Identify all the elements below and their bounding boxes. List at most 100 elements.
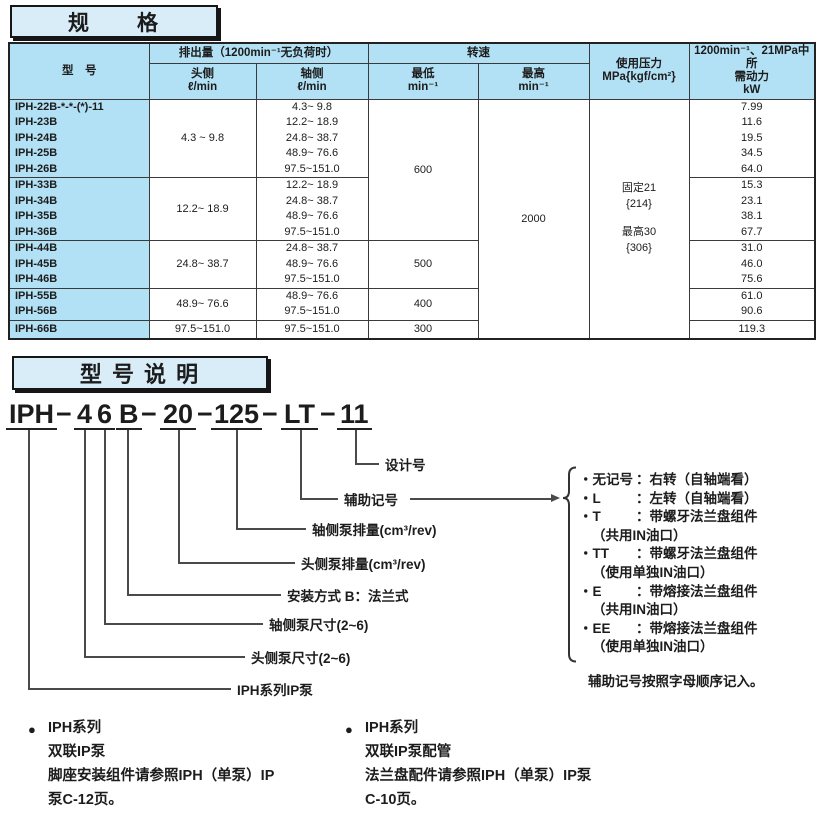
aux-mark-list: ・无记号：右转（自轴端看）・L：左转（自轴端看）・T：带螺牙法兰盘组件（共用IN…: [579, 471, 821, 657]
footnote-line: IPH系列: [365, 720, 419, 736]
aux-mark-row: ・EE ：带熔接法兰盘组件: [579, 620, 821, 639]
col-header-speed: 转速: [367, 42, 590, 64]
head-side-value: 97.5~151.0: [148, 319, 257, 340]
model-segment: 11: [337, 400, 372, 430]
col-header-discharge: 排出量（1200min⁻¹无负荷时）: [148, 42, 369, 64]
aux-mark-desc: ：带螺牙法兰盘组件: [636, 546, 758, 562]
label-shaft-size: 轴侧泵尺寸(2~6): [269, 618, 369, 633]
aux-arrow-line: [410, 498, 551, 500]
connector-line: [127, 594, 281, 596]
bullet-icon: ●: [345, 722, 353, 737]
max-speed-value: 2000: [477, 98, 590, 340]
min-speed-label: 最低: [411, 68, 435, 80]
aux-mark-symbol: ・L: [579, 490, 601, 506]
max-speed-unit: min⁻¹: [518, 81, 549, 93]
model-segment: LT: [281, 400, 318, 430]
aux-mark-row: ・TT ：带螺牙法兰盘组件: [579, 545, 821, 564]
connector-line: [84, 656, 245, 658]
shaft-side-unit: ℓ/min: [297, 81, 327, 93]
aux-mark-symbol: ・无记号: [579, 472, 633, 487]
connector-line: [178, 430, 180, 562]
min-speed-value: 400: [367, 287, 479, 321]
label-mounting-type: 安装方式 B：法兰式: [287, 589, 409, 604]
col-header-power: 1200min⁻¹、21MPa中所 需动力 kW: [688, 42, 816, 100]
bullet-icon: ●: [28, 722, 36, 737]
aux-mark-row: （共用IN油口）: [579, 527, 821, 546]
aux-mark-row: ・无记号：右转（自轴端看）: [579, 471, 821, 490]
aux-mark-note: 辅助记号按照字母顺序记入。: [588, 674, 764, 689]
power-values: 119.3: [688, 319, 816, 340]
footnote-line: 法兰盘配件请参照IPH（单泵）IP泵: [365, 768, 592, 784]
connector-line: [355, 430, 357, 463]
head-side-value: 48.9~ 76.6: [148, 287, 257, 321]
spec-table: 型 号 排出量（1200min⁻¹无负荷时） 转速 使用压力 MPa{kgf/c…: [8, 42, 816, 340]
label-aux-mark: 辅助记号: [344, 493, 398, 508]
connector-line: [104, 430, 106, 623]
head-side-value: 4.3 ~ 9.8: [148, 98, 257, 178]
aux-mark-row: ・L：左转（自轴端看）: [579, 490, 821, 509]
min-speed-unit: min⁻¹: [407, 81, 439, 93]
footnote-line: 泵C-12页。: [48, 792, 123, 808]
label-head-size: 头侧泵尺寸(2~6): [251, 651, 351, 666]
power-header-line2: 需动力: [734, 71, 770, 84]
connector-line: [300, 430, 302, 498]
model-segment: 20: [160, 400, 197, 430]
connector-line: [28, 688, 231, 690]
model-separator: −: [320, 399, 336, 429]
col-header-head-side: 头侧 ℓ/min: [148, 62, 257, 100]
col-header-shaft-side: 轴侧 ℓ/min: [255, 62, 369, 100]
aux-mark-symbol: ・E: [579, 583, 602, 599]
spec-section-title: 规 格: [10, 5, 218, 38]
label-shaft-displacement: 轴侧泵排量(cm³/rev): [312, 523, 437, 538]
model-separator: −: [56, 399, 72, 429]
spec-header-row-2: 头侧 ℓ/min 轴侧 ℓ/min 最低 min⁻¹ 最高 min⁻¹: [9, 62, 815, 100]
pressure-header-line2: MPa{kgf/cm²}: [602, 71, 676, 84]
power-header-line1: 1200min⁻¹、21MPa中所: [694, 45, 810, 71]
model-segment: 4: [74, 400, 96, 430]
aux-mark-desc: （使用单独IN油口）: [592, 639, 714, 655]
shaft-side-label: 轴侧: [300, 68, 324, 80]
connector-line: [104, 623, 263, 625]
shaft-side-values: 97.5~151.0: [255, 319, 369, 340]
aux-mark-symbol: ・T: [579, 509, 601, 525]
connector-line: [300, 498, 338, 500]
pressure-header-line1: 使用压力: [616, 58, 662, 71]
min-speed-value: 500: [367, 240, 479, 289]
footnote-line: C-10页。: [365, 792, 426, 808]
footnote-line: 脚座安装组件请参照IPH（单泵）IP: [48, 768, 275, 784]
connector-line: [178, 562, 295, 564]
connector-line: [355, 463, 379, 465]
aux-mark-desc: ：带熔接法兰盘组件: [636, 620, 758, 636]
head-side-label: 头侧: [191, 68, 214, 80]
label-iph-series: IPH系列IP泵: [237, 683, 313, 698]
model-segment: IPH: [6, 400, 58, 430]
aux-mark-desc: ：右转（自轴端看）: [636, 472, 758, 487]
label-head-displacement: 头侧泵排量(cm³/rev): [301, 557, 426, 572]
aux-mark-row: ・T ：带螺牙法兰盘组件: [579, 508, 821, 527]
aux-mark-symbol: ・EE: [579, 620, 611, 636]
model-segment: 125: [211, 400, 263, 430]
col-header-min-speed: 最低 min⁻¹: [367, 62, 479, 100]
connector-line: [236, 430, 238, 528]
footnote-line: IPH系列: [48, 720, 102, 736]
aux-mark-symbol: ・TT: [579, 546, 609, 562]
aux-mark-desc: ：带熔接法兰盘组件: [636, 583, 758, 599]
aux-mark-desc: ：带螺牙法兰盘组件: [636, 509, 758, 525]
head-side-unit: ℓ/min: [187, 81, 218, 93]
